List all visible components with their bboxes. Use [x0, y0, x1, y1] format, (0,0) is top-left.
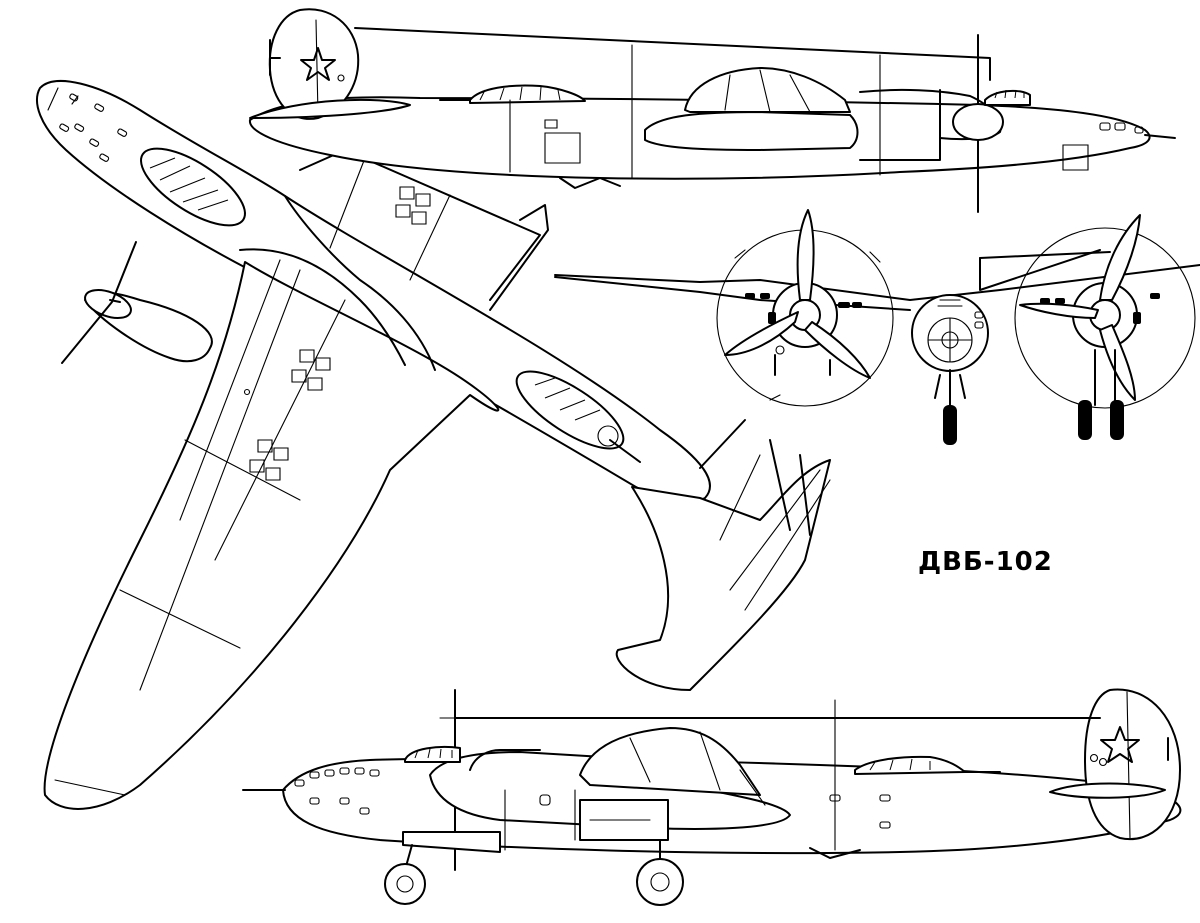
plan-view	[37, 81, 830, 809]
propeller-icon	[798, 210, 814, 300]
main-wheel	[637, 859, 683, 905]
red-star-icon	[301, 48, 335, 80]
red-star-icon	[1101, 727, 1139, 762]
propeller-icon	[62, 242, 136, 363]
front-wheel	[385, 864, 425, 904]
right-propeller-disc	[1015, 228, 1195, 408]
bottom-side-rear-canopy	[855, 757, 965, 774]
plan-front-canopy	[130, 134, 257, 240]
aircraft-designation-title: ДВБ-102	[918, 547, 1053, 577]
plan-wing	[45, 262, 499, 809]
top-side-rear-canopy	[470, 86, 585, 103]
bottom-side-fin	[1085, 690, 1180, 840]
bottom-side-view	[243, 690, 1180, 905]
plan-wing-root-fairing	[285, 196, 435, 370]
plan-upper-wing	[300, 150, 548, 310]
plan-tailplane	[617, 460, 830, 690]
propeller-icon	[1100, 215, 1140, 300]
front-view	[555, 210, 1200, 445]
plan-rear-canopy	[506, 358, 634, 462]
top-side-view	[250, 9, 1175, 212]
top-side-nacelle	[645, 112, 858, 150]
bottom-side-nacelle	[430, 752, 790, 829]
